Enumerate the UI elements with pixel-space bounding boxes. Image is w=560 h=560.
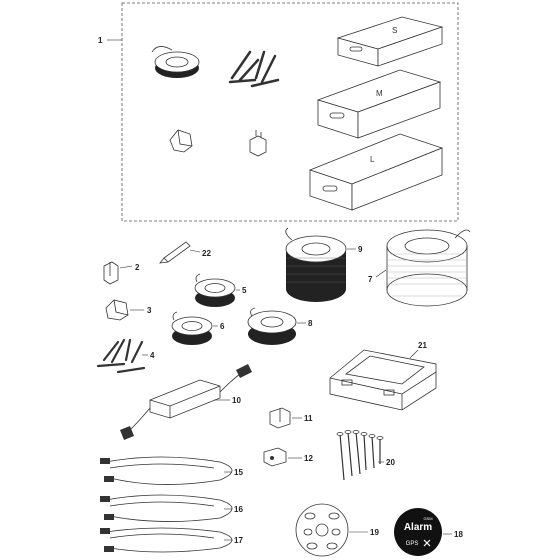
connector-part-2: 2 xyxy=(103,261,140,285)
coil-part-8: 8 xyxy=(247,307,313,345)
badge-gsm-text: GSM xyxy=(423,516,432,521)
kit-connector xyxy=(249,130,267,157)
badge-alarm-text: Alarm xyxy=(404,522,432,533)
box-label-m: M xyxy=(376,89,383,98)
callout-4: 4 xyxy=(150,351,155,360)
coil-part-5: 5 xyxy=(194,273,247,307)
callout-1: 1 xyxy=(98,36,103,45)
callout-21: 21 xyxy=(418,341,427,350)
callout-11: 11 xyxy=(304,414,313,423)
callout-3: 3 xyxy=(147,306,152,315)
box-label-l: L xyxy=(370,155,375,164)
callout-16: 16 xyxy=(234,505,243,514)
cable-part-16: 16 xyxy=(100,494,243,522)
callout-17: 17 xyxy=(234,536,243,545)
callout-20: 18 xyxy=(454,530,463,539)
badge-gps-text: GPS xyxy=(406,541,419,547)
coupler-part-3: 3 xyxy=(105,299,152,321)
kit-box-l: L xyxy=(308,133,444,211)
power-supply-part-10: 10 xyxy=(120,364,252,440)
kit-box-m: M xyxy=(316,69,442,139)
cable-part-17: 17 xyxy=(100,527,243,553)
box-label-s: S xyxy=(392,26,397,35)
coil-part-9: 9 xyxy=(285,227,363,302)
cable-part-15: 15 xyxy=(100,456,243,485)
callout-8: 8 xyxy=(308,319,313,328)
round-pad-part-19: 19 xyxy=(295,503,379,557)
peg-part-22: 22 xyxy=(159,241,211,264)
kit-coupler xyxy=(169,129,193,153)
callout-10: 10 xyxy=(232,396,241,405)
callout-15: 15 xyxy=(234,468,243,477)
bracket-part-12: 12 xyxy=(263,447,313,467)
alarm-gps-badge-part-20: Alarm GSM GPS 18 xyxy=(394,508,463,556)
coil-part-6: 6 xyxy=(171,311,225,345)
callout-5: 5 xyxy=(242,286,247,295)
pegs-part-4 xyxy=(96,338,146,374)
bracket-part-11: 11 xyxy=(269,407,313,429)
wire-drum-part-7: 7 xyxy=(368,229,471,307)
case-part-21: 21 xyxy=(329,341,437,411)
kit-box-s: S xyxy=(336,16,444,67)
callout-6: 6 xyxy=(220,322,225,331)
callout-22: 22 xyxy=(202,249,211,258)
kit-pegs xyxy=(228,50,280,88)
badge-tools-icon xyxy=(423,539,431,547)
kit-wire-coil xyxy=(151,46,200,78)
callout-18: 20 xyxy=(386,458,395,467)
callout-2: 2 xyxy=(135,263,140,272)
callout-12: 12 xyxy=(304,454,313,463)
callout-9: 9 xyxy=(358,245,363,254)
callout-7: 7 xyxy=(368,275,373,284)
screws-part-18 xyxy=(339,431,381,481)
callout-19: 19 xyxy=(370,528,379,537)
kit-frame xyxy=(121,2,459,222)
